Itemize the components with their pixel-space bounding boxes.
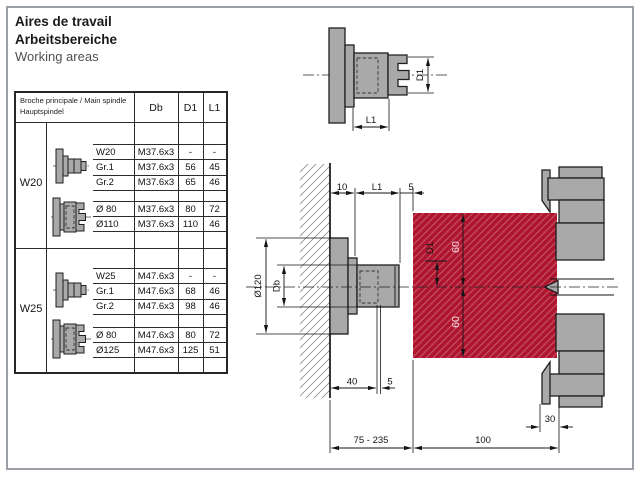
table-row: Ø 80 M37.6x3 80 72 xyxy=(93,202,226,217)
table-cell-d1: 56 xyxy=(185,161,196,173)
table-line xyxy=(178,93,179,372)
spindle-nose-icon xyxy=(53,148,89,184)
table-cell-l1: 46 xyxy=(209,177,220,189)
table-cell-l1: - xyxy=(212,146,217,158)
table-row: Ø 80 M47.6x3 80 72 xyxy=(93,328,226,343)
table-row: Ø125 M47.6x3 125 51 xyxy=(93,343,226,358)
table-cell-l1: 46 xyxy=(209,218,220,230)
table-header-main-fr: Broche principale / Main spindle xyxy=(20,96,127,105)
table-cell-label: Gr.2 xyxy=(96,301,114,313)
table-cell-label: Ø125 xyxy=(96,344,120,356)
table-cell-l1: 51 xyxy=(209,344,220,356)
table-row: Gr.1 M37.6x3 56 45 xyxy=(93,160,226,176)
table-header-main-de: Hauptspindel xyxy=(20,106,64,116)
table-cell-d1: 68 xyxy=(185,285,196,297)
table-cell-d1: - xyxy=(188,270,193,282)
table-cell-label: Ø 80 xyxy=(96,203,117,215)
table-row: W20 M37.6x3 - - xyxy=(93,145,226,161)
table-row: Gr.2 M37.6x3 65 46 xyxy=(93,176,226,191)
table-row: W25 M47.6x3 - - xyxy=(93,269,226,285)
table-cell-db: M47.6x3 xyxy=(137,301,175,313)
dim-label-5-top: 5 xyxy=(408,182,413,193)
chuck-icon xyxy=(51,197,91,237)
doc-title-fr: Aires de travail xyxy=(15,14,112,29)
chuck-detail-diagram: D1 L1 xyxy=(303,27,448,131)
table-cell-d1: 110 xyxy=(182,218,199,230)
dim-label-d1-chuck: D1 xyxy=(415,69,426,81)
dim-label-60-upper: 60 xyxy=(450,241,462,253)
dim-label-100: 100 xyxy=(475,435,491,446)
table-cell-label: W25 xyxy=(96,270,116,282)
table-cell-db: M47.6x3 xyxy=(137,344,175,356)
table-cell-db: M37.6x3 xyxy=(137,203,175,215)
table-cell-label: Gr.2 xyxy=(96,177,114,189)
dim-label-5-bottom: 5 xyxy=(387,377,392,388)
table-cell-db: M37.6x3 xyxy=(137,146,175,158)
table-header-main: Broche principale / Main spindle Hauptsp… xyxy=(20,96,132,118)
table-cell-l1: 45 xyxy=(209,161,220,173)
dim-label-60-lower: 60 xyxy=(450,316,462,328)
table-cell-l1: 72 xyxy=(209,329,220,341)
col-header-db: Db xyxy=(149,101,163,114)
working-area-region xyxy=(413,213,557,358)
table-line xyxy=(16,248,226,249)
dim-label-db: Db xyxy=(272,280,283,292)
table-cell-label: W20 xyxy=(96,146,116,158)
table-cell-db: M47.6x3 xyxy=(137,270,175,282)
chuck-icon xyxy=(51,319,91,359)
table-cell-d1: 65 xyxy=(185,177,196,189)
table-cell-l1: 72 xyxy=(209,203,220,215)
table-cell-d1: 80 xyxy=(185,203,196,215)
table-row: Gr.1 M47.6x3 68 46 xyxy=(93,284,226,300)
table-cell-d1: 125 xyxy=(182,344,199,356)
table-cell-l1: 46 xyxy=(209,301,220,313)
dim-label-40: 40 xyxy=(347,377,358,388)
table-cell-d1: 80 xyxy=(185,329,196,341)
working-area-diagram: 60 60 D1 10 L1 5 Ø120 Db xyxy=(246,163,620,453)
doc-title-de: Arbeitsbereiche xyxy=(15,31,118,47)
dim-label-30: 30 xyxy=(545,414,556,425)
table-cell-db: M47.6x3 xyxy=(137,285,175,297)
table-line xyxy=(46,122,47,372)
table-cell-db: M37.6x3 xyxy=(137,161,175,173)
table-cell-d1: 98 xyxy=(185,301,196,313)
table-cell-label: Gr.1 xyxy=(96,161,114,173)
dim-label-l1-top: L1 xyxy=(372,182,383,193)
spindle-table: Broche principale / Main spindle Hauptsp… xyxy=(14,91,228,374)
dim-label-range: 75 - 235 xyxy=(354,435,389,446)
doc-title-en: Working areas xyxy=(15,49,99,64)
col-header-d1: D1 xyxy=(183,101,198,114)
dim-label-d1-area: D1 xyxy=(425,242,436,254)
table-cell-label: Gr.1 xyxy=(96,285,114,297)
dim-label-dia120: Ø120 xyxy=(253,274,264,297)
dim-label-l1-chuck: L1 xyxy=(366,115,377,126)
table-line xyxy=(203,93,204,372)
spindle-nose-icon xyxy=(53,272,89,308)
table-cell-db: M37.6x3 xyxy=(137,177,175,189)
table-line xyxy=(16,122,226,123)
dim-label-10: 10 xyxy=(337,182,348,193)
table-cell-label: Ø 80 xyxy=(96,329,117,341)
table-line xyxy=(134,93,135,372)
table-cell-l1: 46 xyxy=(209,285,220,297)
table-cell-label: Ø110 xyxy=(96,218,119,230)
table-cell-l1: - xyxy=(212,270,217,282)
title-block: Aires de travail Arbeitsbereiche Working… xyxy=(15,13,117,66)
table-row: Gr.2 M47.6x3 98 46 xyxy=(93,300,226,315)
wall-hatch xyxy=(300,164,330,398)
table-cell-db: M37.6x3 xyxy=(137,218,175,230)
table-cell-db: M47.6x3 xyxy=(137,329,175,341)
table-cell-d1: - xyxy=(188,146,193,158)
section-label-w25: W25 xyxy=(19,303,43,315)
table-row: Ø110 M37.6x3 110 46 xyxy=(93,217,226,232)
section-label-w20: W20 xyxy=(19,177,43,189)
col-header-l1: L1 xyxy=(208,101,221,114)
